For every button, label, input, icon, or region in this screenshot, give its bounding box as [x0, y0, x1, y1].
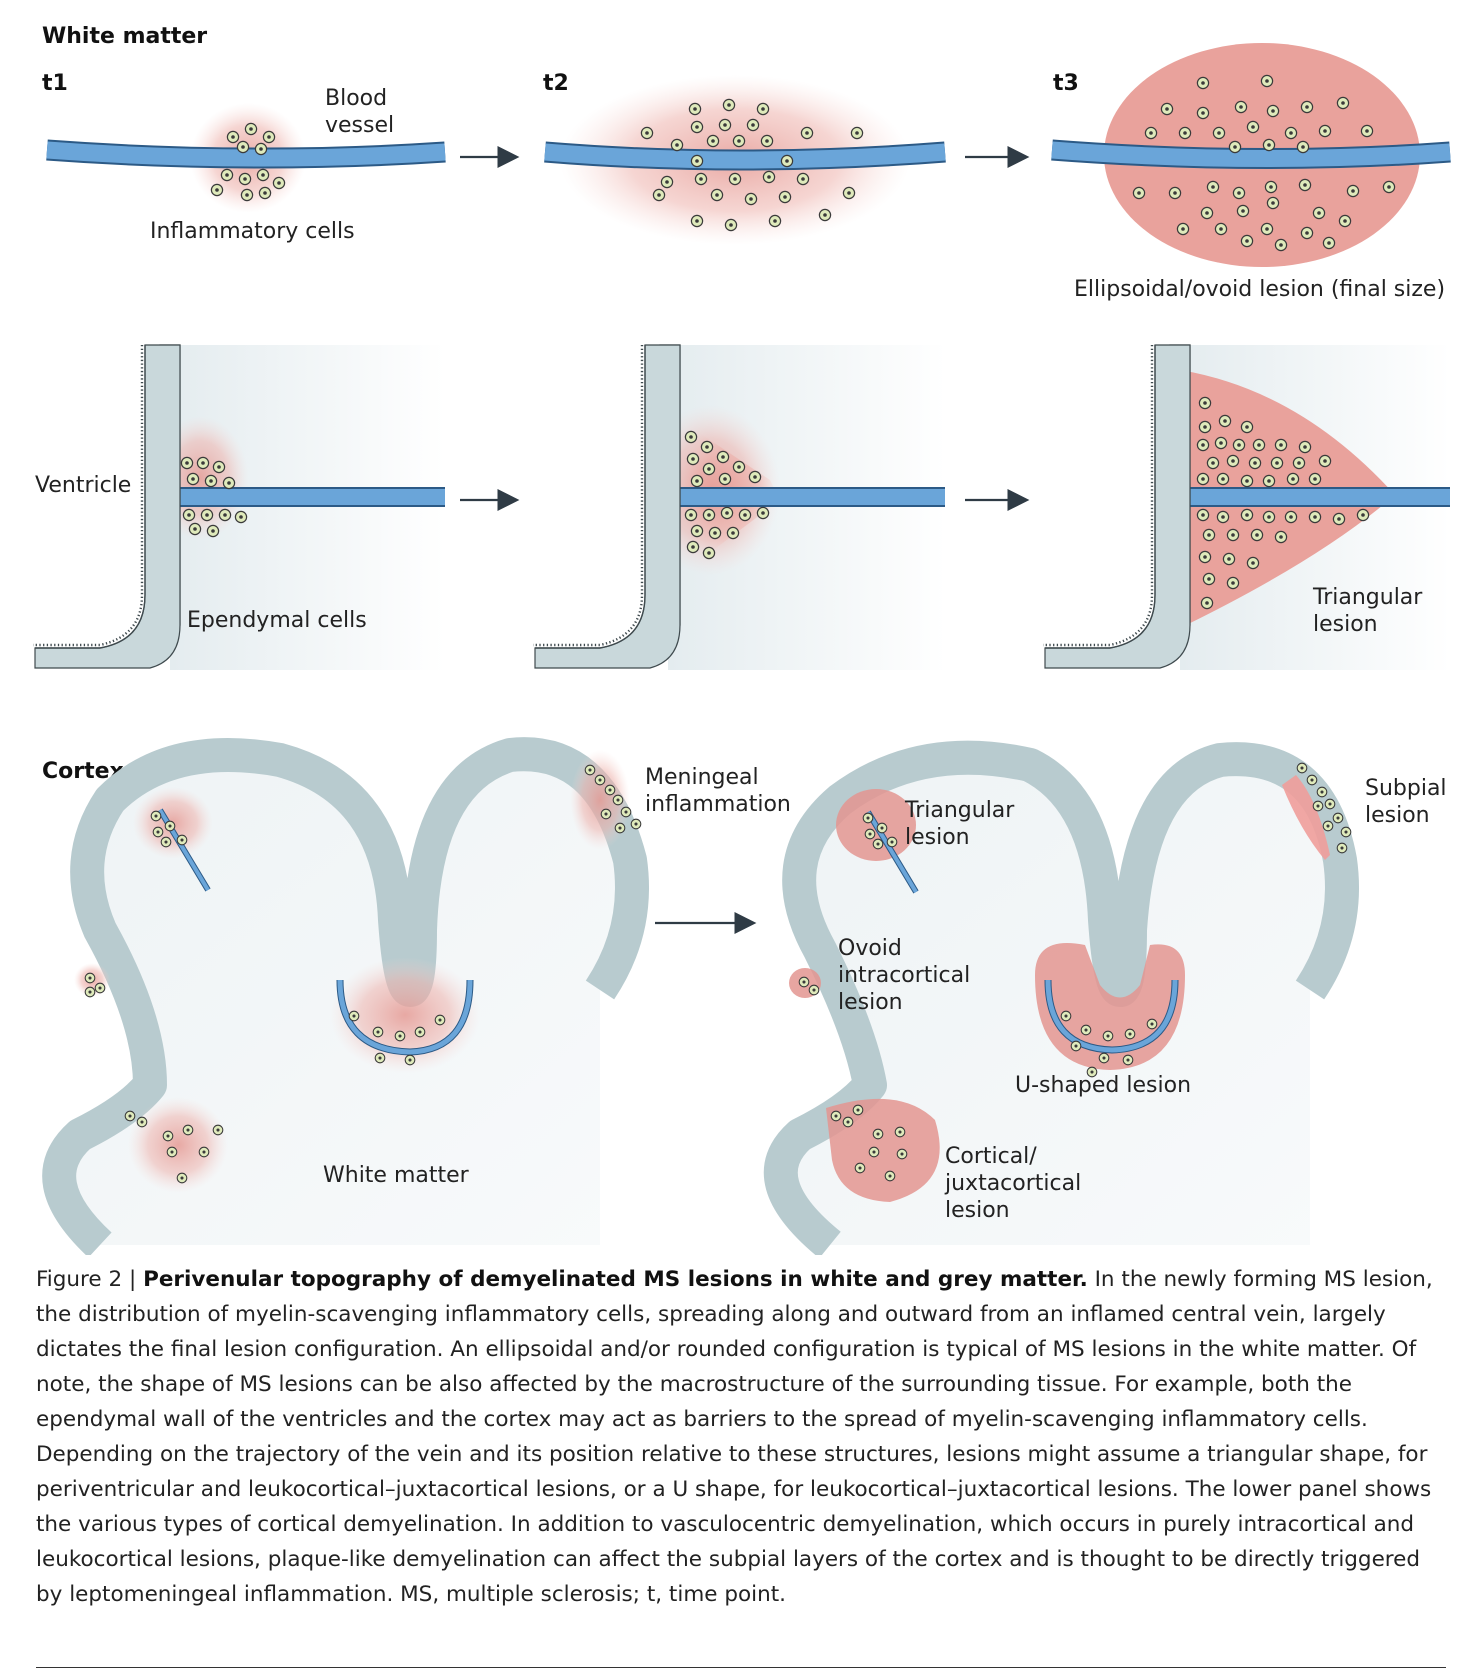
cortex-left-grey-matter: [42, 737, 649, 1255]
blood-vessel-label-1: Blood: [325, 86, 387, 111]
t1-vessel-stage: [46, 103, 446, 213]
figure-caption: Figure 2 | Perivenular topography of dem…: [36, 1262, 1446, 1612]
ovoid-lesion-label: Ellipsoidal/ovoid lesion (final size): [1074, 277, 1445, 302]
caption-body: In the newly forming MS lesion, the dist…: [36, 1267, 1433, 1607]
cortex-right: [763, 740, 1359, 1255]
cortical-label-2: juxtacortical: [944, 1171, 1081, 1196]
cortex-triangular-label-1: Triangular: [904, 798, 1015, 823]
triangular-lesion-label-2: lesion: [1313, 612, 1378, 637]
subpial-label-1: Subpial: [1365, 776, 1447, 801]
white-matter-cortex-label: White matter: [323, 1163, 470, 1188]
ventricle-label: Ventricle: [35, 473, 131, 498]
ependymal-wall-1: [33, 344, 181, 669]
meningeal-label-1: Meningeal: [645, 765, 759, 790]
t1-blood-vessel: [46, 141, 446, 167]
t3-vessel-stage: [1051, 43, 1451, 267]
cortical-juxtacortical-lesion: [826, 1098, 940, 1202]
ovoid-label-1: Ovoid: [838, 936, 902, 961]
t2-label: t2: [543, 71, 569, 96]
ventricle-stage-2: [533, 344, 946, 670]
cortical-label-1: Cortical/: [945, 1144, 1037, 1169]
subpial-label-2: lesion: [1365, 803, 1430, 828]
caption-figure-label: Figure 2 |: [36, 1267, 144, 1292]
ependymal-cells-label: Ependymal cells: [187, 608, 367, 633]
figure-diagram: White matter t1 t2 t3 Blood vessel Infla…: [33, 24, 1451, 1255]
t2-vessel-stage: [544, 75, 946, 245]
subpial-lesion: [1282, 775, 1330, 860]
t3-label: t3: [1053, 71, 1079, 96]
t3-blood-vessel: [1051, 141, 1451, 168]
ventricle-stage-1: [33, 344, 445, 670]
cortex-right-u-vein: [1045, 979, 1178, 1053]
cortex-left: [42, 737, 649, 1255]
cortex-left-u-vein: [337, 979, 473, 1055]
inflammatory-cells-label: Inflammatory cells: [150, 219, 355, 244]
t1-label: t1: [42, 71, 68, 96]
ovoid-label-3: lesion: [838, 990, 903, 1015]
meningeal-label-2: inflammation: [645, 792, 791, 817]
u-shaped-label: U-shaped lesion: [1015, 1073, 1191, 1098]
ependymal-wall-2: [533, 344, 681, 669]
ventricle-stage-3: [1043, 344, 1450, 670]
t2-blood-vessel: [544, 143, 946, 169]
ependymal-wall-3: [1043, 344, 1191, 669]
caption-title: Perivenular topography of demyelinated M…: [143, 1267, 1088, 1292]
cortex-triangular-label-2: lesion: [905, 825, 970, 850]
triangular-lesion-label-1: Triangular: [1312, 585, 1423, 610]
cortical-label-3: lesion: [945, 1198, 1010, 1223]
blood-vessel-label-2: vessel: [325, 113, 394, 138]
cortex-right-vein-1: [866, 810, 918, 894]
caption-rule: [36, 1667, 1446, 1668]
ovoid-label-2: intracortical: [838, 963, 970, 988]
white-matter-heading: White matter: [42, 24, 207, 49]
cortex-right-grey-matter: [763, 740, 1359, 1255]
